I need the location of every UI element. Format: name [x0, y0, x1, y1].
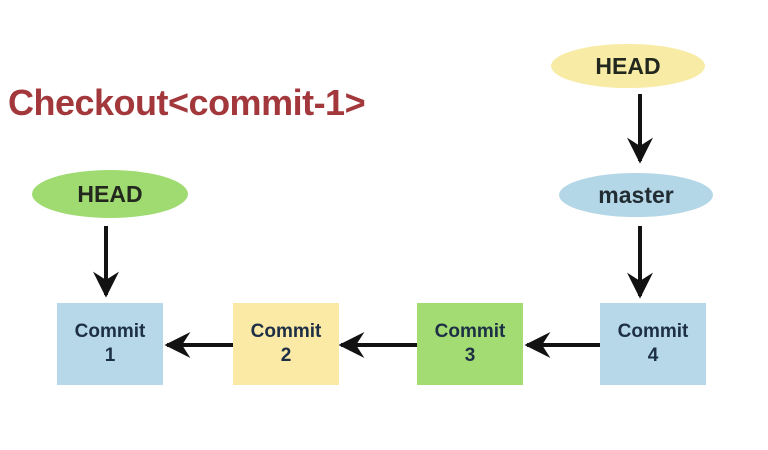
commit-3-node: Commit 3 — [417, 303, 523, 385]
detached-head-label: HEAD — [77, 180, 143, 207]
commit-4-label: Commit — [617, 321, 689, 343]
commit-2-node: Commit 2 — [233, 303, 339, 385]
detached-head-node: HEAD — [32, 170, 188, 218]
commit-4-node: Commit 4 — [600, 303, 706, 385]
commit-3-number: 3 — [464, 345, 476, 366]
commit-1-number: 1 — [104, 345, 116, 366]
branch-head-node: HEAD — [551, 44, 705, 88]
master-branch-node: master — [559, 173, 713, 217]
commit-1-label: Commit — [74, 321, 146, 343]
commit-2-label: Commit — [250, 321, 322, 343]
master-branch-label: master — [598, 181, 674, 208]
diagram-title: Checkout<commit-1> — [8, 82, 366, 123]
branch-head-label: HEAD — [595, 52, 661, 79]
commit-2-number: 2 — [280, 345, 292, 366]
commit-3-label: Commit — [434, 321, 506, 343]
commit-4-number: 4 — [647, 345, 659, 366]
commit-1-node: Commit 1 — [57, 303, 163, 385]
